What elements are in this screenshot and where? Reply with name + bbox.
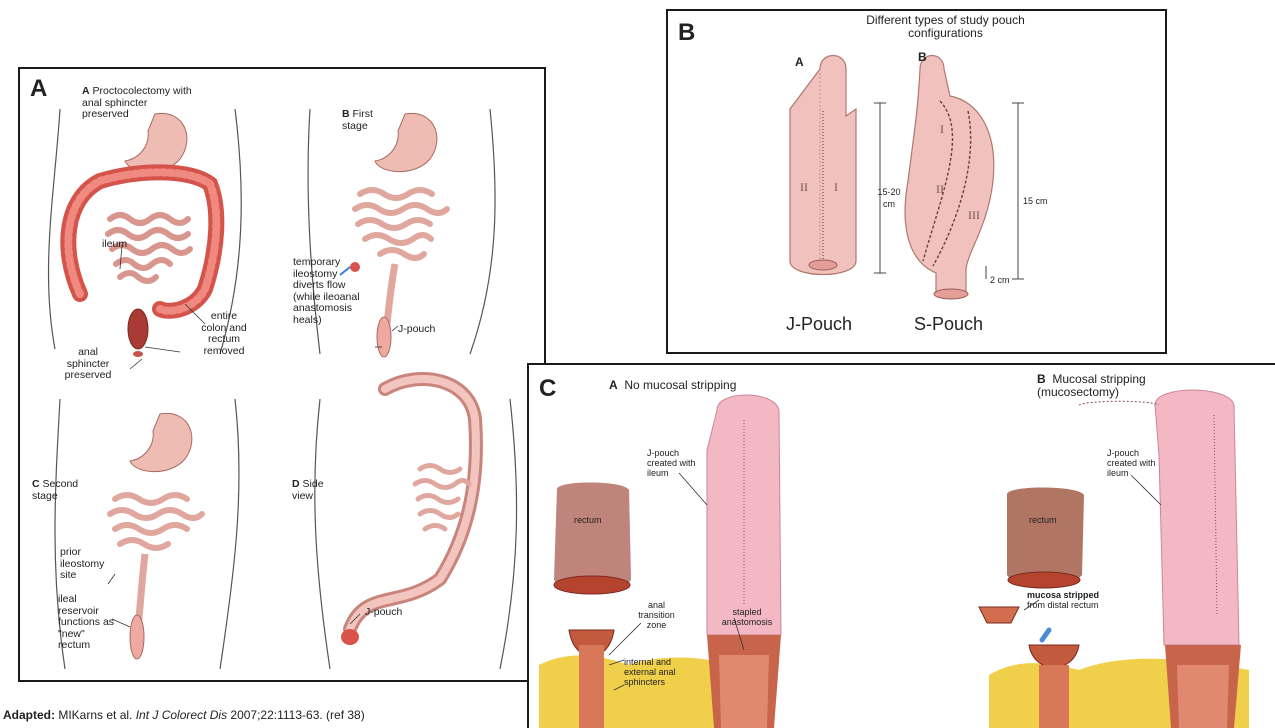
label-jpouch-b: J-pouch bbox=[398, 324, 435, 336]
subpanel-b-caption: B First stage bbox=[342, 109, 392, 132]
label-sphincters: internal and external anal sphincters bbox=[624, 657, 679, 687]
subpanel-letter: C bbox=[32, 478, 40, 490]
caption-authors: MIKarns et al. bbox=[55, 708, 136, 722]
subpanel-letter: B bbox=[342, 108, 350, 120]
subpanel-text: Proctocolectomy with anal sphincter pres… bbox=[82, 85, 192, 120]
label-entire-colon: entire colon and rectum removed bbox=[198, 311, 250, 357]
panel-c-label: C bbox=[539, 375, 556, 403]
source-caption: Adapted: MIKarns et al. Int J Colorect D… bbox=[3, 708, 365, 722]
subpanel-text: Mucosal stripping (mucosectomy) bbox=[1037, 372, 1146, 399]
s-roman-i: I bbox=[940, 123, 944, 136]
panel-a-label: A bbox=[30, 75, 47, 103]
panel-c: C A No mucosal stripping B Mucosal strip… bbox=[527, 363, 1275, 728]
panel-b-label: B bbox=[678, 19, 695, 47]
subpanel-letter: B bbox=[1037, 372, 1046, 386]
panel-b: B Different types of study pouch configu… bbox=[666, 9, 1167, 354]
caption-bold: Adapted: bbox=[3, 708, 55, 722]
roman-i: I bbox=[834, 181, 838, 194]
label-rectum-right: rectum bbox=[1029, 515, 1057, 527]
panel-b-illustration bbox=[668, 11, 1165, 352]
panel-a: A A Proctocolectomy with anal sphincter … bbox=[18, 67, 546, 682]
label-jpouch-right: J-pouch created with ileum bbox=[1107, 448, 1157, 478]
measure-a: 15-20 cm bbox=[873, 187, 905, 210]
caption-journal: Int J Colorect Dis bbox=[136, 708, 227, 722]
label-stapled-anastomosis: stapled anastomosis bbox=[717, 607, 777, 627]
subpanel-letter: A bbox=[82, 85, 90, 97]
panel-c-sub-b: B Mucosal stripping (mucosectomy) bbox=[1037, 373, 1197, 399]
measure-c: 2 cm bbox=[990, 275, 1010, 287]
panel-b-sub-b: B bbox=[918, 51, 927, 64]
subpanel-letter: A bbox=[609, 378, 618, 392]
measure-b: 15 cm bbox=[1023, 196, 1048, 208]
s-roman-ii: II bbox=[936, 183, 944, 196]
subpanel-c-caption: C Second stage bbox=[32, 479, 84, 502]
roman-ii: II bbox=[800, 181, 808, 194]
mucosa-bold: mucosa stripped bbox=[1027, 590, 1099, 600]
name-s-pouch: S-Pouch bbox=[914, 318, 983, 331]
subpanel-letter: D bbox=[292, 478, 300, 490]
label-mucosa-stripped: mucosa stripped from distal rectum bbox=[1027, 590, 1102, 610]
label-rectum-left: rectum bbox=[574, 515, 602, 527]
label-ileal-reservoir: ileal reservoir functions as "new" rectu… bbox=[58, 594, 118, 652]
subpanel-text: No mucosal stripping bbox=[624, 378, 736, 392]
caption-rest: 2007;22:1113-63. (ref 38) bbox=[227, 708, 365, 722]
label-jpouch-left: J-pouch created with ileum bbox=[647, 448, 697, 478]
subpanel-a-caption: A Proctocolectomy with anal sphincter pr… bbox=[82, 86, 192, 121]
name-j-pouch: J-Pouch bbox=[786, 318, 852, 331]
mucosa-rest: from distal rectum bbox=[1027, 600, 1099, 610]
label-temporary-ileostomy: temporary ileostomy diverts flow (while … bbox=[293, 257, 365, 326]
s-roman-iii: III bbox=[968, 209, 980, 222]
panel-c-sub-a: A No mucosal stripping bbox=[609, 379, 736, 392]
label-prior-ileostomy: prior ileostomy site bbox=[60, 547, 115, 582]
panel-b-title: Different types of study pouch configura… bbox=[833, 14, 1058, 40]
label-anal-transition: anal transition zone bbox=[629, 600, 684, 630]
label-anal-sphincter: anal sphincter preserved bbox=[58, 347, 118, 382]
label-jpouch-d: J-pouch bbox=[365, 607, 402, 619]
label-ileum: ileum bbox=[102, 239, 127, 251]
subpanel-d-caption: D Side view bbox=[292, 479, 337, 502]
panel-b-sub-a: A bbox=[795, 56, 804, 69]
